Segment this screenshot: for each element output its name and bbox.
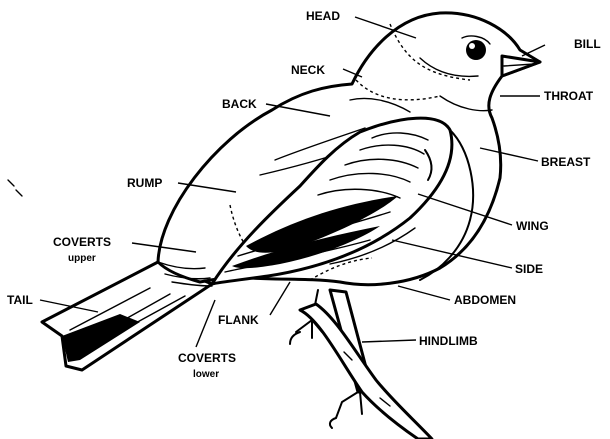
label-throat: THROAT xyxy=(544,89,594,103)
label-rump: RUMP xyxy=(127,176,162,190)
label-hindlimb: HINDLIMB xyxy=(419,334,478,348)
label-head: HEAD xyxy=(306,9,340,23)
label-breast: BREAST xyxy=(541,155,591,169)
label-tail: TAIL xyxy=(7,293,33,307)
label-coverts-upper-sub: upper xyxy=(68,253,96,264)
perch-branch xyxy=(300,304,432,439)
label-wing: WING xyxy=(516,219,549,233)
label-side: SIDE xyxy=(515,262,543,276)
bird-illustration xyxy=(8,13,540,439)
label-coverts-upper: COVERTS xyxy=(53,235,111,249)
label-back: BACK xyxy=(222,97,257,111)
label-neck: NECK xyxy=(291,63,325,77)
label-coverts-lower: COVERTS xyxy=(178,351,236,365)
label-coverts-lower-sub: lower xyxy=(193,369,219,380)
label-abdomen: ABDOMEN xyxy=(454,293,516,307)
eye xyxy=(466,40,486,60)
label-bill: BILL xyxy=(574,37,601,51)
label-flank: FLANK xyxy=(218,313,259,327)
